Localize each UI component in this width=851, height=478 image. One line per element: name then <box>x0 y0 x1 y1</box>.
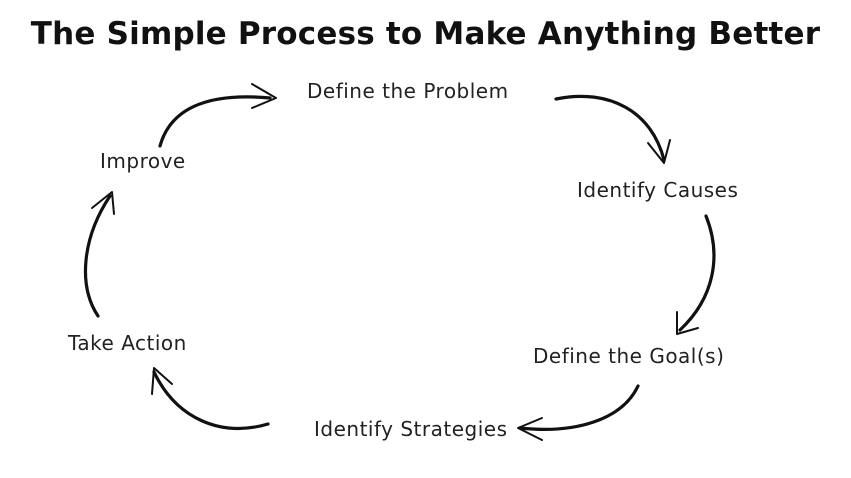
step-improve: Improve <box>100 149 186 173</box>
diagram-title: The Simple Process to Make Anything Bett… <box>30 16 821 52</box>
step-define-the-problem: Define the Problem <box>307 79 509 103</box>
arrow-take-action-to-improve <box>83 191 115 318</box>
arrow-identify-strategies-to-take-action <box>151 367 270 430</box>
arrow-identify-causes-to-define-goal <box>676 214 716 335</box>
step-define-the-goals: Define the Goal(s) <box>533 344 725 368</box>
step-take-action: Take Action <box>68 331 187 355</box>
step-identify-causes: Identify Causes <box>577 178 739 202</box>
arrow-improve-to-define-problem <box>158 83 277 148</box>
arrow-define-problem-to-identify-causes <box>554 94 671 164</box>
arrow-define-goal-to-identify-strategies <box>517 384 640 441</box>
step-identify-strategies: Identify Strategies <box>314 417 508 441</box>
